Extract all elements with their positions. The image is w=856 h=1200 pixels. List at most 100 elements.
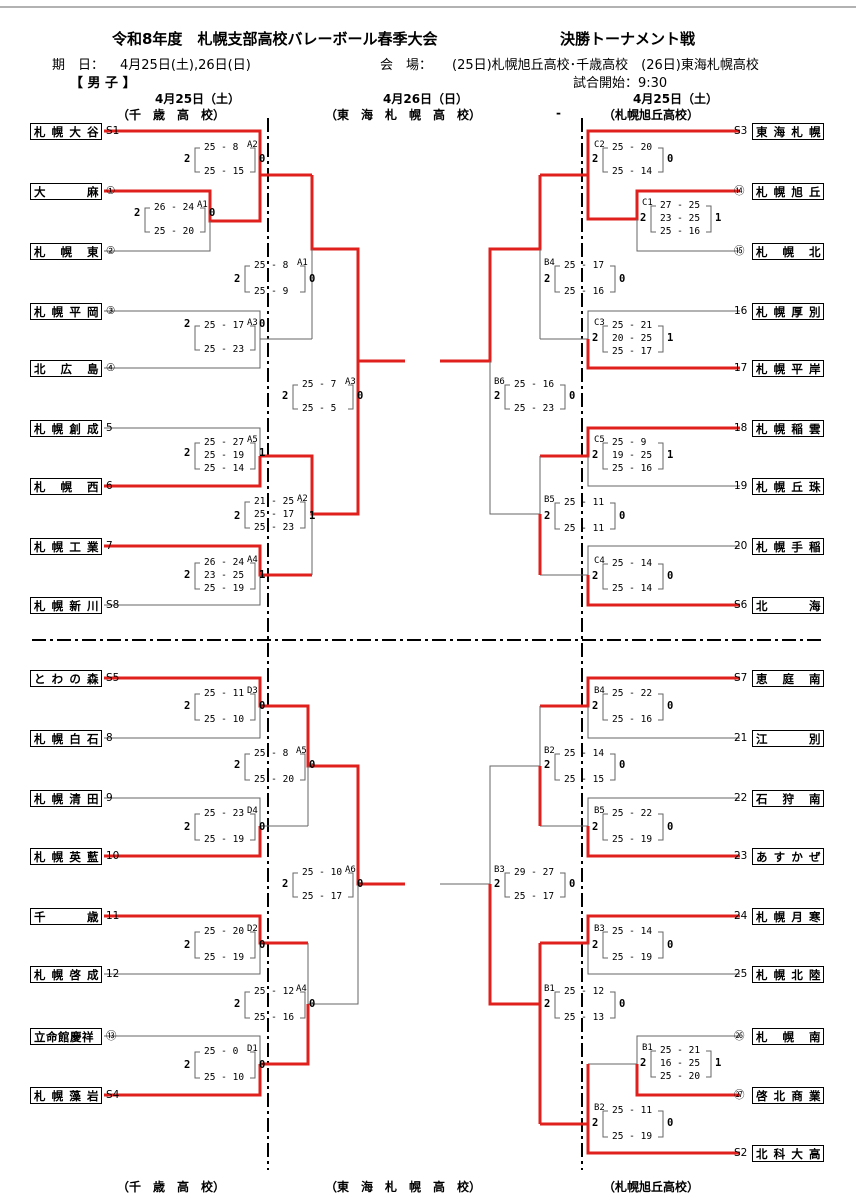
team-name-char: 岡	[87, 305, 99, 319]
team-name-char: 幌	[51, 850, 64, 864]
team-seed: ⑬	[106, 1030, 117, 1042]
team-box[interactable]: 北海	[752, 597, 824, 614]
sets-lost: 0	[259, 821, 266, 833]
match-code: A3	[345, 377, 356, 387]
set-score: 25 - 19	[204, 583, 245, 594]
set-score: 25 - 12	[254, 986, 295, 997]
set-score: 25 - 11	[564, 497, 605, 508]
team-box[interactable]: とわの森	[30, 670, 102, 687]
team-name-char: 新	[69, 599, 81, 613]
set-score: 25 - 11	[612, 1105, 653, 1116]
team-box[interactable]: 東海札幌	[752, 123, 824, 140]
team-box[interactable]: 札幌厚別	[752, 303, 824, 320]
team-name-char: 科	[773, 1147, 786, 1161]
team-box[interactable]: 札幌南	[752, 1028, 824, 1045]
team-name-char: 東	[87, 245, 99, 259]
team-box[interactable]: 啓北商業	[752, 1087, 824, 1104]
team-seed: S8	[106, 599, 120, 611]
team-name-char: 慶	[70, 1030, 82, 1044]
score-bracket	[300, 753, 306, 781]
team-name-char: 札	[756, 362, 768, 376]
set-score: 25 - 20	[204, 926, 245, 937]
sets-lost: 0	[309, 759, 316, 771]
team-box[interactable]: 札幌啓成	[30, 966, 102, 983]
team-box[interactable]: 大麻	[30, 183, 102, 200]
match-code: A1	[197, 200, 208, 210]
set-score: 25 - 10	[302, 867, 343, 878]
team-name-char: 広	[60, 362, 73, 376]
team-name-char: 石	[756, 792, 768, 806]
team-seed: 23	[734, 850, 748, 862]
team-seed: ㉗	[734, 1089, 745, 1101]
team-name-char: 稲	[791, 422, 803, 436]
page-subtitle: 決勝トーナメント戦	[560, 30, 696, 48]
team-box[interactable]: 北科大高	[752, 1145, 824, 1162]
score-bracket	[244, 501, 250, 529]
team-box[interactable]: 札幌手稲	[752, 538, 824, 555]
set-score: 23 - 25	[660, 213, 701, 224]
team-box[interactable]: 札幌北	[752, 243, 824, 260]
score-bracket	[658, 563, 664, 590]
team-box[interactable]: 札幌英藍	[30, 848, 102, 865]
team-box[interactable]: 札幌平岸	[752, 360, 824, 377]
bracket-line	[104, 575, 261, 606]
team-seed: S4	[106, 1089, 120, 1101]
team-name-char: 幌	[51, 792, 64, 806]
sets-won: 2	[544, 759, 551, 771]
team-box[interactable]: 札幌月寒	[752, 908, 824, 925]
sets-lost: 0	[259, 153, 266, 165]
team-box[interactable]: あすかぜ	[752, 848, 824, 865]
team-box[interactable]: 札幌旭丘	[752, 183, 824, 200]
team-seed: 12	[106, 968, 120, 980]
winner-line	[586, 339, 740, 370]
team-name-char: 谷	[87, 125, 99, 139]
match-code: D1	[247, 1044, 258, 1054]
team-box[interactable]: 札幌藻岩	[30, 1087, 102, 1104]
team-name-char: 札	[34, 422, 46, 436]
team-name-char: 寒	[809, 910, 821, 924]
team-box[interactable]: 札幌北陸	[752, 966, 824, 983]
team-box[interactable]: 北広島	[30, 360, 102, 377]
team-box[interactable]: 札幌清田	[30, 790, 102, 807]
team-box[interactable]: 札幌創成	[30, 420, 102, 437]
team-box[interactable]: 石狩南	[752, 790, 824, 807]
team-box[interactable]: 札幌丘珠	[752, 478, 824, 495]
score-bracket	[292, 872, 298, 898]
team-seed: ①	[106, 185, 116, 197]
sets-lost: 1	[259, 447, 266, 459]
set-score: 25 - 0	[204, 1046, 239, 1057]
sets-won: 2	[640, 1057, 647, 1069]
team-box[interactable]: 札幌東	[30, 243, 102, 260]
match-code: D4	[247, 806, 258, 816]
team-box[interactable]: 札幌工業	[30, 538, 102, 555]
team-box[interactable]: 札幌平岡	[30, 303, 102, 320]
team-box[interactable]: 札幌大谷	[30, 123, 102, 140]
winner-line	[586, 1124, 740, 1155]
match-code: B2	[544, 746, 555, 756]
team-name-char: 幌	[51, 305, 64, 319]
set-score: 25 - 8	[204, 142, 239, 153]
sets-lost: 0	[259, 1059, 266, 1071]
score-bracket	[554, 502, 560, 530]
venue-right: （札幌旭丘高校）	[603, 108, 700, 122]
sets-won: 2	[184, 569, 191, 581]
team-box[interactable]: 札幌新川	[30, 597, 102, 614]
team-seed: S6	[734, 599, 748, 611]
set-score: 27 - 25	[660, 200, 701, 211]
team-box[interactable]: 立命館慶祥	[30, 1028, 102, 1045]
sets-won: 2	[234, 510, 241, 522]
team-box[interactable]: 江別	[752, 730, 824, 747]
team-box[interactable]: 札幌西	[30, 478, 102, 495]
team-box[interactable]: 恵庭南	[752, 670, 824, 687]
match-code: C2	[594, 140, 605, 150]
team-name-char: 創	[69, 422, 81, 436]
team-box[interactable]: 千歳	[30, 908, 102, 925]
team-box[interactable]: 札幌白石	[30, 730, 102, 747]
team-name-char: 北	[773, 1089, 786, 1103]
team-name-char: 石	[87, 732, 99, 746]
set-score: 25 - 14	[612, 558, 653, 569]
team-box[interactable]: 札幌稲雲	[752, 420, 824, 437]
team-name-char: 札	[34, 850, 46, 864]
